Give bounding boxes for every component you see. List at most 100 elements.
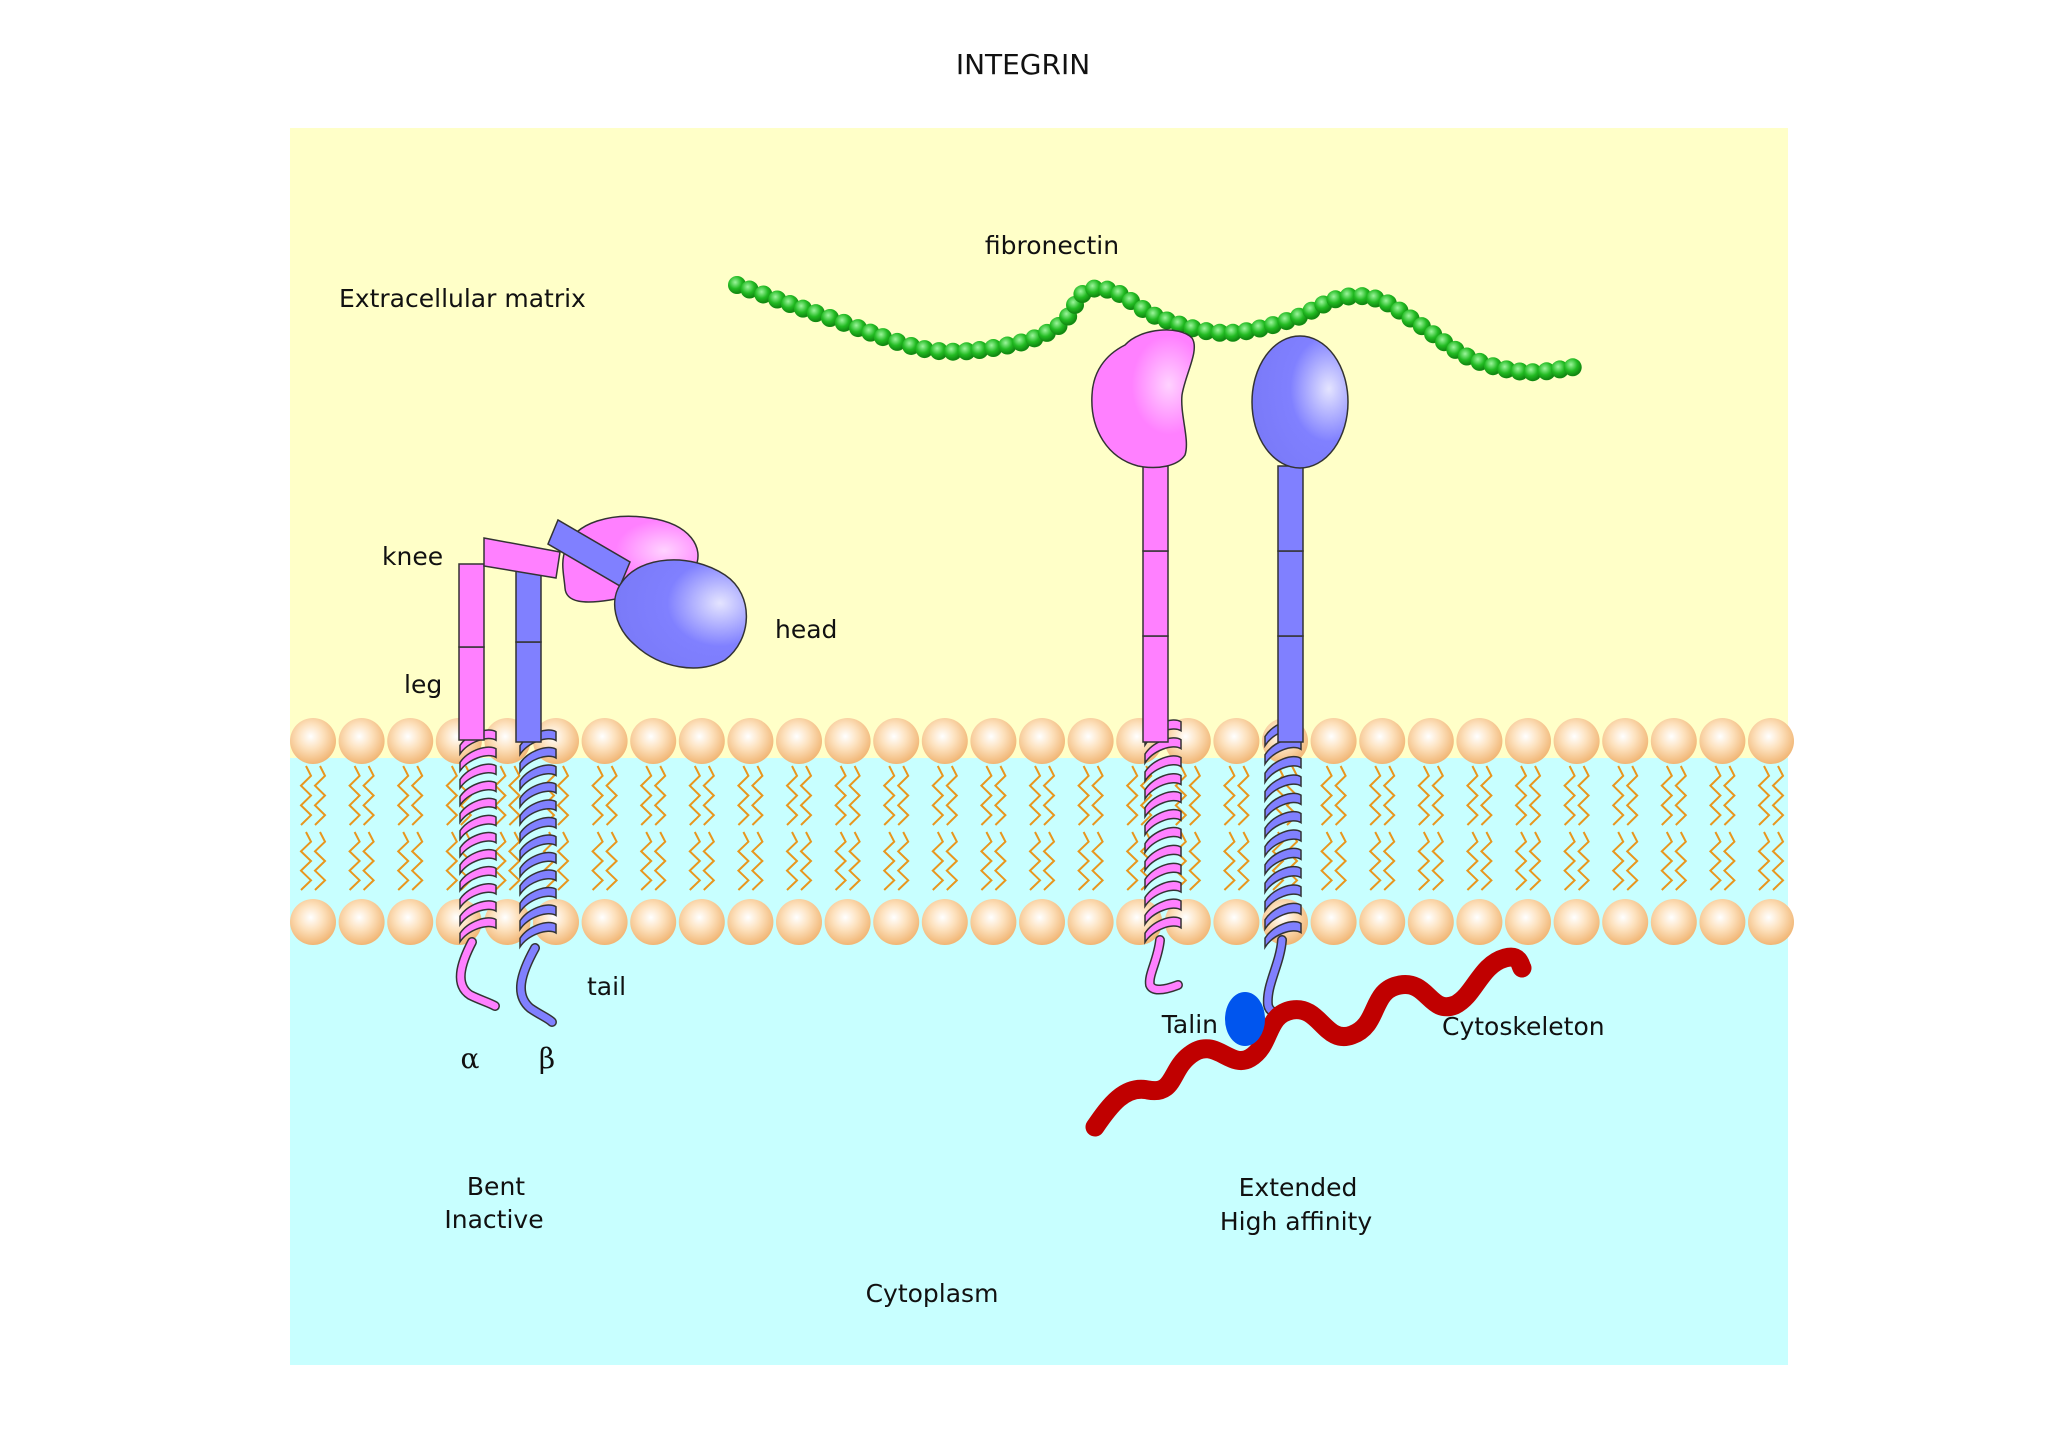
helix-turn bbox=[519, 834, 557, 863]
lipid-head-outer bbox=[581, 718, 628, 764]
fibronectin-bead bbox=[1523, 363, 1542, 382]
fibronectin-label: fibronectin bbox=[985, 231, 1119, 260]
lipid-head-outer bbox=[1310, 718, 1357, 764]
helix-turn bbox=[1144, 826, 1182, 856]
beta-head-extended bbox=[1251, 335, 1349, 469]
lipid-head-outer bbox=[727, 718, 774, 764]
lipid-tail bbox=[1660, 831, 1674, 891]
fibronectin-bead bbox=[970, 341, 989, 360]
lipid-tail bbox=[1431, 831, 1445, 891]
lipid-tail bbox=[1771, 831, 1785, 891]
lipid-tail bbox=[1382, 831, 1396, 891]
talin-label: Talin bbox=[1161, 1010, 1218, 1039]
lipid-tail bbox=[750, 831, 764, 891]
lipid-head-outer bbox=[1699, 718, 1746, 764]
knee-label: knee bbox=[382, 542, 443, 571]
lipid-tail bbox=[591, 831, 605, 891]
lipid-head-outer bbox=[1650, 718, 1697, 764]
lipid-tail bbox=[1417, 831, 1431, 891]
alpha-head-extended bbox=[1091, 329, 1195, 469]
beta-leg-lower bbox=[515, 641, 542, 743]
lipid-tail bbox=[493, 831, 507, 891]
lipid-tail bbox=[605, 831, 619, 891]
lipid-head-outer bbox=[678, 718, 725, 764]
helix-turn bbox=[1264, 829, 1302, 859]
fibronectin-bead bbox=[1183, 319, 1202, 338]
lipid-tail bbox=[931, 765, 945, 826]
lipid-head-outer bbox=[1456, 718, 1503, 764]
fibronectin-bead bbox=[1510, 362, 1529, 381]
lipid-tail bbox=[896, 765, 910, 826]
lipid-bilayer bbox=[290, 718, 1794, 945]
lipid-tail bbox=[945, 765, 959, 826]
lipid-tail bbox=[1091, 765, 1105, 826]
lipid-tail bbox=[1236, 831, 1250, 891]
lipid-tail bbox=[1722, 831, 1736, 891]
lipid-tail bbox=[979, 765, 993, 826]
lipid-head-outer bbox=[387, 718, 434, 764]
lipid-tail bbox=[1125, 765, 1139, 826]
fibronectin-bead bbox=[1497, 360, 1516, 379]
lipid-tail bbox=[1465, 831, 1479, 891]
lipid-head-outer bbox=[290, 718, 336, 764]
helix-turn bbox=[1264, 920, 1302, 950]
lipid-tail bbox=[896, 831, 910, 891]
fibronectin-bead bbox=[943, 342, 962, 361]
lipid-tail bbox=[299, 765, 313, 826]
lipid-tail bbox=[1028, 765, 1042, 826]
beta-transmembrane-helix bbox=[519, 729, 557, 950]
fibronectin-chain bbox=[728, 276, 1582, 382]
lipid-tail bbox=[736, 765, 750, 826]
lipid-head-inner bbox=[387, 899, 434, 945]
lipid-tail bbox=[1625, 765, 1639, 826]
helix-turn bbox=[1144, 737, 1182, 766]
tail-label: tail bbox=[587, 972, 626, 1001]
lipid-tail bbox=[882, 831, 896, 891]
fibronectin-bead bbox=[998, 336, 1017, 355]
lipid-tail bbox=[736, 831, 750, 891]
lipid-tail bbox=[882, 765, 896, 826]
lipid-tail bbox=[1611, 765, 1625, 826]
lipid-tail bbox=[1174, 765, 1188, 826]
lipid-tail bbox=[1771, 765, 1785, 826]
lipid-tail bbox=[493, 765, 507, 826]
alpha-transmembrane-helix-extended bbox=[1144, 719, 1182, 945]
alpha-leg-segment-2 bbox=[1142, 550, 1169, 637]
diagram-title: INTEGRIN bbox=[956, 48, 1090, 81]
lipid-tail bbox=[1431, 765, 1445, 826]
helix-turn bbox=[1144, 755, 1182, 784]
lipid-tail bbox=[348, 831, 362, 891]
fibronectin-bead bbox=[915, 340, 934, 359]
lipid-tail bbox=[1285, 831, 1299, 891]
lipid-head-inner bbox=[338, 899, 385, 945]
lipid-tail bbox=[362, 765, 376, 826]
lipid-tail bbox=[688, 765, 702, 826]
lipid-tail bbox=[1222, 765, 1236, 826]
fibronectin-bead bbox=[929, 342, 948, 361]
helix-turn bbox=[1144, 862, 1182, 891]
helix-turn bbox=[1264, 755, 1302, 785]
lipid-head-outer bbox=[921, 718, 968, 764]
lipid-tail bbox=[1577, 765, 1591, 826]
lipid-tail bbox=[556, 831, 570, 891]
lipid-tail bbox=[799, 765, 813, 826]
lipid-head-inner bbox=[1213, 899, 1260, 945]
lipid-tail bbox=[1320, 831, 1334, 891]
helix-turn bbox=[459, 780, 497, 808]
lipid-head-inner bbox=[1310, 899, 1357, 945]
lipid-tail bbox=[445, 765, 459, 826]
cytoplasm-label: Cytoplasm bbox=[866, 1279, 999, 1308]
lipid-tail bbox=[1091, 831, 1105, 891]
lipid-tail bbox=[653, 765, 667, 826]
talin-protein bbox=[1225, 992, 1265, 1046]
lipid-tail bbox=[1236, 765, 1250, 826]
lipid-tail bbox=[1528, 831, 1542, 891]
lipid-head-inner bbox=[1553, 899, 1600, 945]
lipid-head-outer bbox=[970, 718, 1017, 764]
extended-state-line2: High affinity bbox=[1220, 1207, 1372, 1236]
helix-turn bbox=[1144, 916, 1182, 945]
helix-turn bbox=[459, 763, 497, 791]
lipid-tail bbox=[1042, 765, 1056, 826]
lipid-head-outer bbox=[873, 718, 920, 764]
